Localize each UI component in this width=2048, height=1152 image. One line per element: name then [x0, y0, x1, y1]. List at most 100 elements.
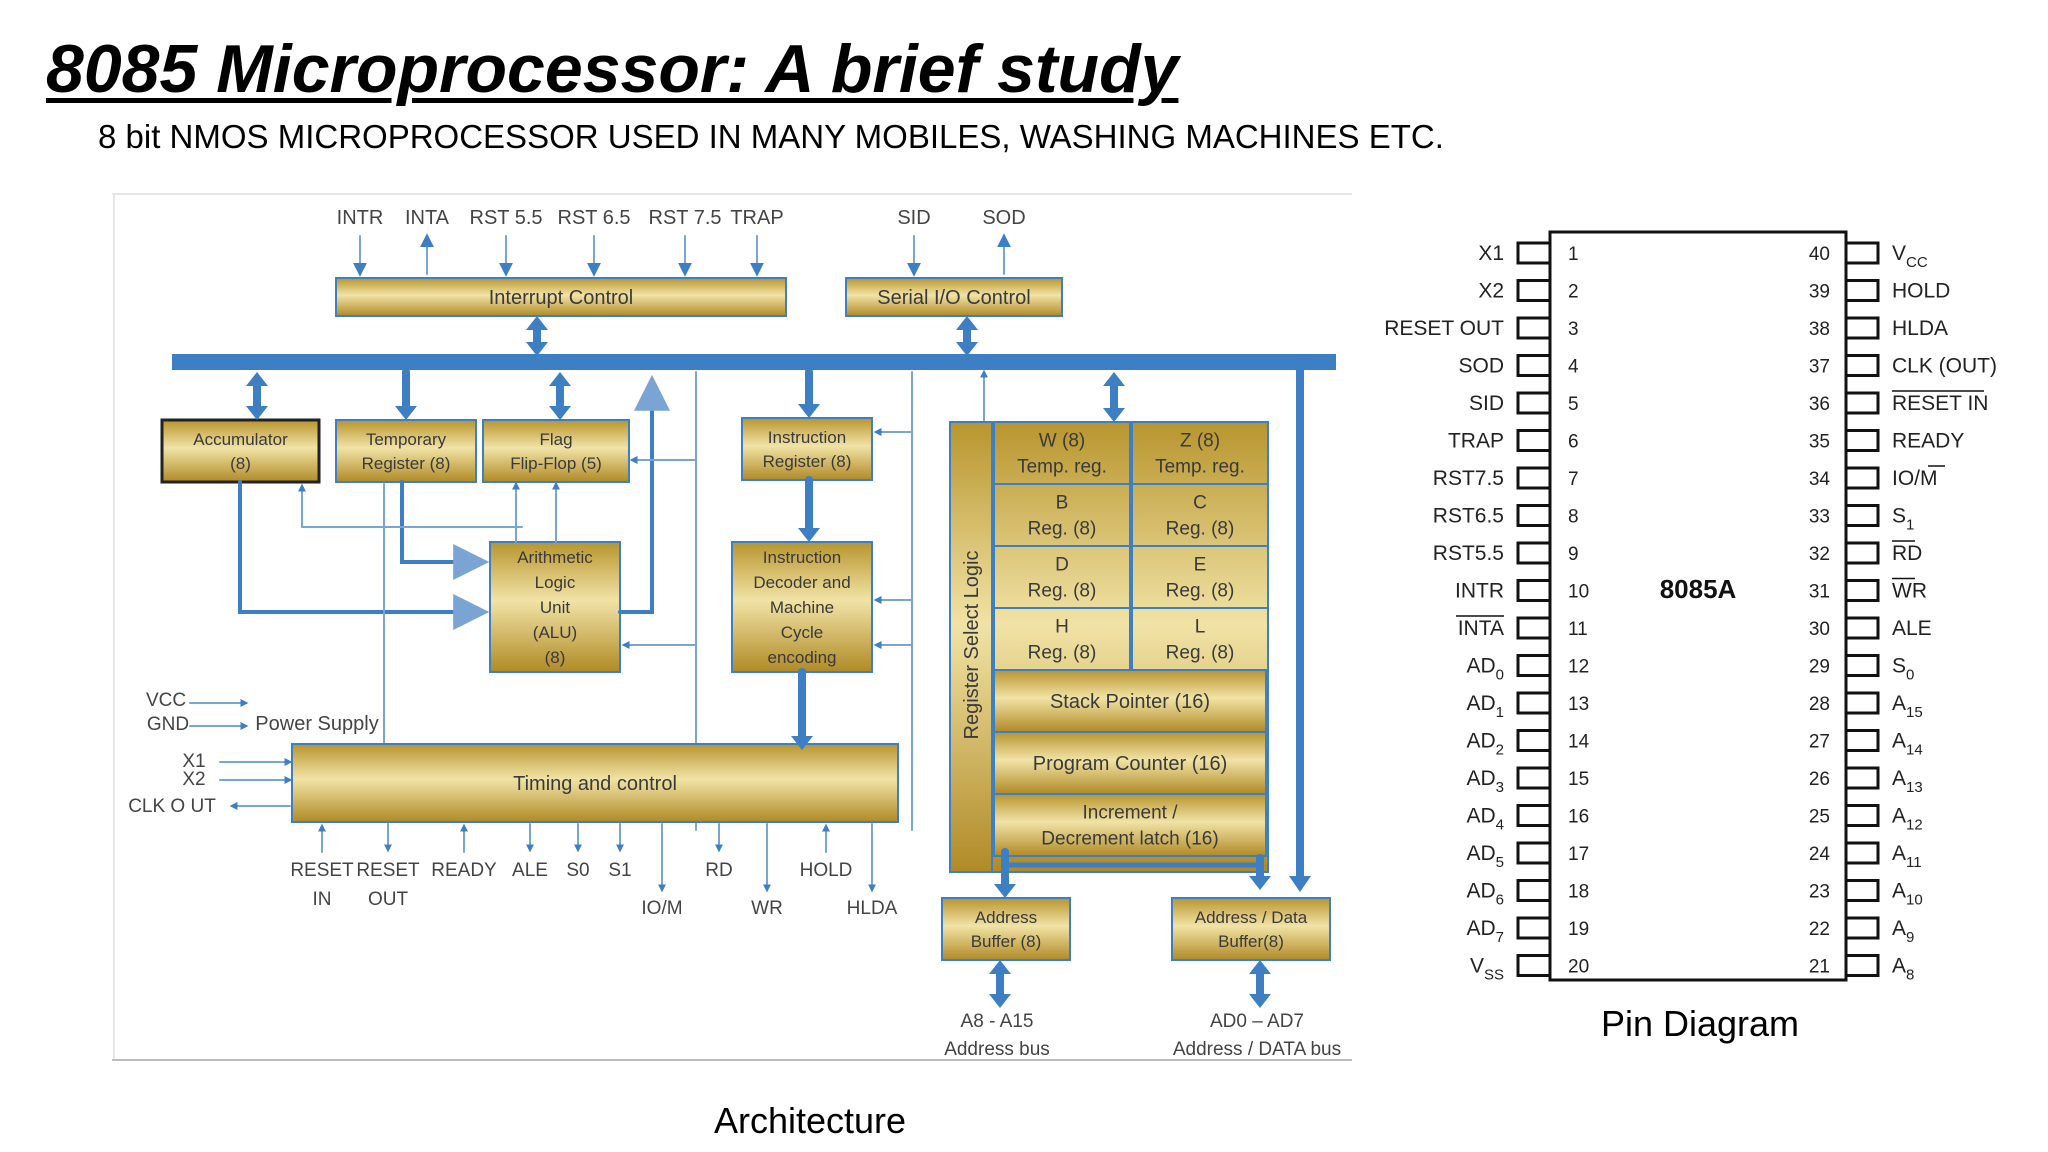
bottom-signal-label: OUT [368, 889, 409, 910]
address-bus-label: A8 - A15 [961, 1011, 1034, 1032]
temp-register-block-label: Temporary [366, 430, 447, 449]
decoder-block-label: Decoder and [753, 573, 850, 592]
data-bus-label: Address / DATA bus [1173, 1039, 1341, 1060]
pin-label: HLDA [1892, 317, 1948, 340]
pin-number: 19 [1568, 919, 1589, 940]
alu-to-acc [298, 483, 523, 528]
pin-number: 27 [1809, 732, 1830, 753]
arrow-to-data-buffer-head [1249, 876, 1271, 890]
program-counter-block [993, 731, 1267, 795]
bottom-signal-label: RD [705, 860, 732, 881]
pin-number: 39 [1809, 282, 1830, 303]
register-e-label: E [1194, 555, 1207, 576]
bottom-signal-label: HLDA [847, 898, 898, 919]
pin-label: A9 [1892, 917, 1914, 946]
pin-number: 26 [1809, 769, 1830, 790]
bottom-signal-label: HOLD [800, 860, 853, 881]
pin-number: 33 [1809, 507, 1830, 528]
pin-number: 35 [1809, 432, 1830, 453]
power-supply-label: Power Supply [255, 713, 378, 735]
address-bus-label: Address bus [944, 1039, 1050, 1060]
signal-label-inta: INTA [405, 207, 450, 229]
pin-number: 12 [1568, 657, 1589, 678]
pin-number: 17 [1568, 844, 1589, 865]
pin-number: 36 [1809, 394, 1830, 415]
pin-label: AD6 [1466, 880, 1504, 909]
pin-label: READY [1892, 430, 1964, 453]
pin-number: 37 [1809, 357, 1830, 378]
pin-17 [1516, 841, 1552, 865]
alu-block-label: Arithmetic [517, 548, 593, 567]
inc-dec-latch-block [993, 793, 1267, 857]
data-buffer-block [1171, 897, 1331, 961]
pin-11 [1516, 616, 1552, 640]
bottom-signal-label: S1 [608, 860, 631, 881]
vcc-label: VCC [146, 690, 186, 711]
pin-number: 13 [1568, 694, 1589, 715]
temp-register-block [335, 419, 477, 483]
pin-number: 10 [1568, 582, 1589, 603]
bus-arrow-flag-head [549, 406, 571, 420]
pin-number: 32 [1809, 544, 1830, 565]
register-select-logic [949, 421, 995, 873]
bus-down-right-head [1289, 876, 1311, 892]
pin-number: 7 [1568, 469, 1579, 490]
pin-number: 24 [1809, 844, 1831, 865]
pin-14 [1516, 729, 1552, 752]
pin-label: TRAP [1448, 430, 1504, 453]
address-bus-arrow-head [989, 994, 1011, 1008]
pin-5 [1516, 391, 1552, 415]
gnd-label: GND [147, 714, 189, 735]
pin-label: WR [1892, 580, 1927, 603]
pin-label: A13 [1892, 767, 1923, 796]
pin-3 [1516, 316, 1552, 340]
data-bus-label: AD0 – AD7 [1210, 1011, 1304, 1032]
pin-number: 1 [1568, 244, 1579, 265]
pin-15 [1516, 766, 1552, 790]
pin-29 [1844, 654, 1880, 677]
pin-39 [1844, 279, 1880, 302]
pin-number: 20 [1568, 957, 1589, 978]
bus-arrow-ir-head [798, 404, 820, 418]
pin-label: SID [1469, 392, 1504, 415]
program-counter-block-label: Program Counter (16) [1033, 753, 1228, 775]
pin-label: AD3 [1466, 767, 1504, 796]
register-l-label: Reg. (8) [1166, 643, 1235, 664]
bus-arrow-temp-head [395, 406, 417, 420]
decoder-block-label: encoding [767, 648, 836, 667]
pin-number: 3 [1568, 319, 1579, 340]
pin-38 [1844, 316, 1880, 340]
pin-label: HOLD [1892, 280, 1950, 303]
pin-34 [1844, 466, 1880, 490]
pin-label: A14 [1892, 730, 1923, 759]
register-d-label: D [1055, 555, 1069, 576]
interrupt-control-block [335, 277, 787, 317]
register-w-label: Temp. reg. [1017, 457, 1107, 478]
alu-block-label: (8) [545, 648, 566, 667]
pin-23 [1844, 879, 1880, 902]
signal-label-rst-7-5: RST 7.5 [649, 207, 722, 229]
pin-label: A11 [1892, 842, 1922, 871]
pin-37 [1844, 354, 1880, 377]
alu-block-label: (ALU) [533, 623, 577, 642]
alu-to-bus [618, 374, 670, 614]
pin-number: 34 [1809, 469, 1831, 490]
pin-31 [1844, 579, 1880, 602]
register-b-label: B [1056, 493, 1069, 514]
pin-number: 38 [1809, 319, 1830, 340]
internal-data-bus [172, 354, 1336, 370]
decoder-block [731, 541, 873, 673]
alu-block-label: Unit [540, 598, 571, 617]
pin-number: 14 [1568, 732, 1590, 753]
pin-label: AD1 [1466, 692, 1504, 721]
bus-arrow-acc-head [246, 406, 268, 420]
bottom-signal-label: S0 [566, 860, 589, 881]
pin-label: A12 [1892, 805, 1923, 834]
pin-label: AD5 [1466, 842, 1504, 871]
bottom-signal-label: RESET [290, 860, 354, 881]
signal-label-sid: SID [897, 207, 930, 229]
register-d-label: Reg. (8) [1028, 581, 1097, 602]
decoder-block-label: Machine [770, 598, 834, 617]
chip-body [1548, 230, 1848, 982]
signal-label-rst-6-5: RST 6.5 [558, 207, 631, 229]
